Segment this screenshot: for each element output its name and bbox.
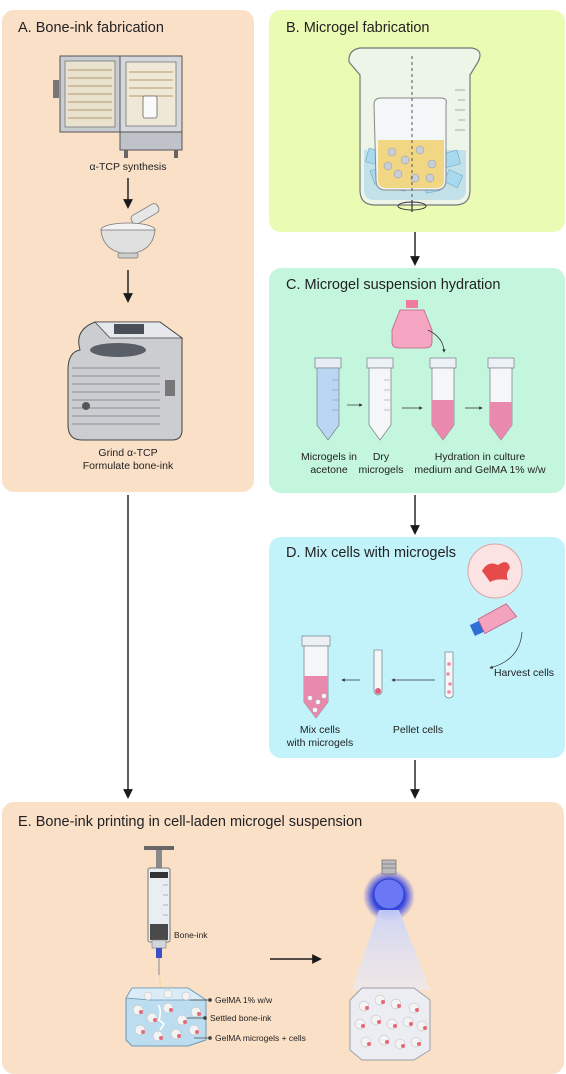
gelma-microgels-cells-label: GelMA microgels + cells: [215, 1033, 306, 1043]
tube-pellet-icon: [373, 649, 383, 696]
tube-mix-icon: [301, 635, 331, 719]
uv-lamp-icon: [363, 859, 415, 922]
bone-ink-label: Bone-ink: [174, 930, 208, 940]
mix-cells-label-line2: with microgels: [286, 737, 354, 749]
formulate-label: Formulate bone-ink: [82, 460, 174, 472]
dry-label-line2: microgels: [358, 464, 404, 476]
syringe-icon: [144, 846, 174, 996]
mixer-machine-icon: [67, 321, 184, 441]
culture-flask-icon: [391, 300, 433, 349]
pellet-cells-label: Pellet cells: [392, 724, 444, 736]
gelma-label: GelMA 1% w/w: [215, 995, 273, 1005]
acetone-label-line1: Microgels in: [300, 451, 358, 463]
grind-label: Grind α-TCP: [98, 447, 158, 459]
mix-cells-label-line1: Mix cells: [299, 724, 341, 736]
hydration-label-line1: Hydration in culture: [434, 451, 526, 463]
printed-construct-icon: [349, 987, 431, 1061]
beaker-icon: [348, 47, 481, 212]
settled-bone-ink-label: Settled bone-ink: [210, 1013, 272, 1023]
panel-a-title: A. Bone-ink fabrication: [18, 20, 164, 36]
microgel-cube-icon: [125, 987, 208, 1047]
harvest-cells-label: Harvest cells: [493, 667, 555, 679]
hydration-label-line2: medium and GelMA 1% w/w: [414, 464, 546, 476]
tube-harvest-icon: [444, 651, 454, 699]
tube-dry-icon: [366, 357, 394, 441]
furnace-icon: [53, 55, 183, 158]
tube-hydration-icon: [429, 357, 457, 441]
alpha-tcp-synthesis-label: α-TCP synthesis: [89, 161, 167, 173]
petri-dish-cell-icon: [467, 543, 523, 599]
panel-b-title: B. Microgel fabrication: [286, 20, 430, 36]
acetone-label-line2: acetone: [310, 464, 348, 476]
panel-c-title: C. Microgel suspension hydration: [286, 277, 501, 293]
tube-acetone-icon: [314, 357, 342, 441]
culture-flask-cells-icon: [469, 603, 518, 637]
panel-bone-ink-printing: [2, 802, 564, 1074]
mortar-pestle-icon: [100, 203, 160, 259]
tube-hydrated-icon: [487, 357, 515, 441]
dry-label-line1: Dry: [372, 451, 390, 463]
panel-e-title: E. Bone-ink printing in cell-laden micro…: [18, 814, 363, 830]
panel-d-title: D. Mix cells with microgels: [286, 545, 456, 561]
